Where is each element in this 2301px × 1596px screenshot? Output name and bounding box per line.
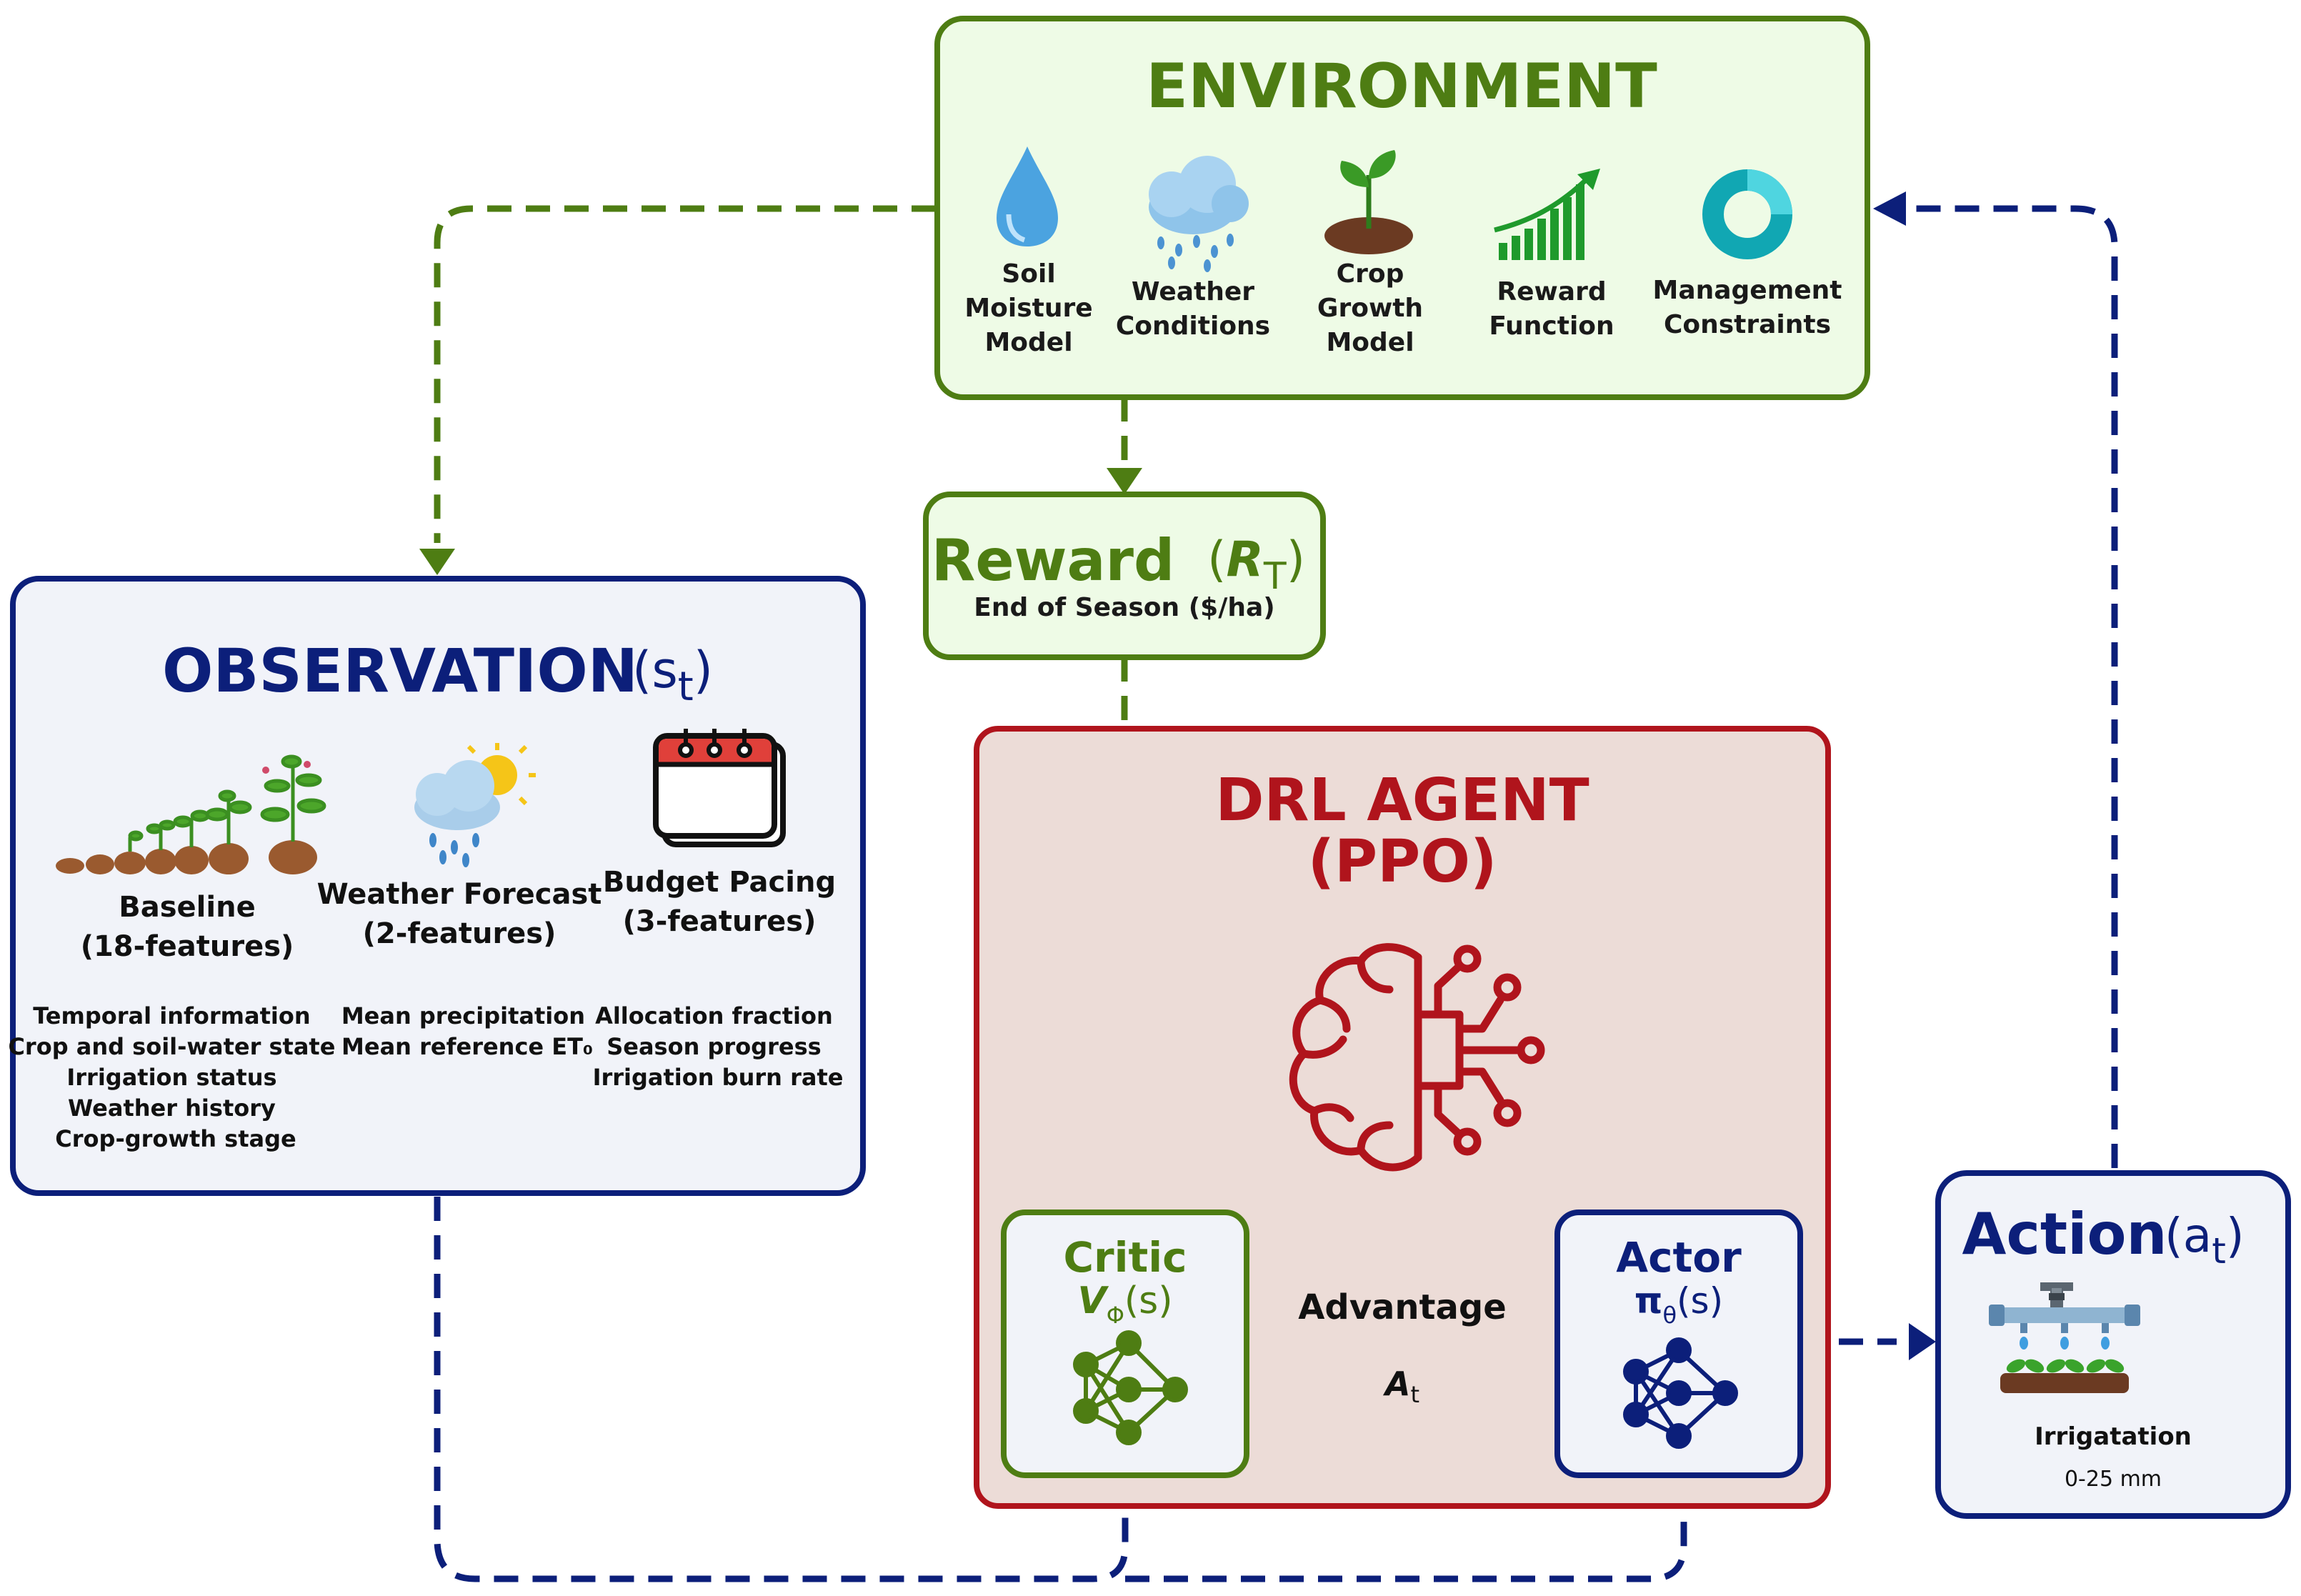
environment-box: ENVIRONMENT [934, 16, 1870, 400]
drl-agent-box: DRL AGENT (PPO) Critic [974, 726, 1831, 1509]
actor-title: Actor [1616, 1233, 1742, 1282]
arrowhead-reward [1107, 468, 1142, 494]
reward-title: Reward [932, 527, 1174, 594]
env-to-observation-arrow [434, 205, 936, 543]
weather-forecast-icon [414, 743, 536, 867]
donut-chart-icon [1702, 169, 1792, 259]
action-label: Irrigatation [2035, 1422, 2192, 1451]
actor-box: Actor πθ(s) [1554, 1210, 1803, 1478]
water-drop-icon [997, 146, 1058, 246]
weather-forecast-subtitle: (2-features) [363, 917, 556, 950]
advantage-label: Advantage [1298, 1287, 1507, 1327]
reward-subtitle: End of Season ($/ha) [974, 593, 1274, 622]
action-box: Action (at) Irrigatation 0 [1935, 1170, 2291, 1519]
agent-title-line1: DRL AGENT [1215, 767, 1589, 834]
agent-title-line2: (PPO) [1308, 828, 1497, 896]
observation-box: OBSERVATION (st) [8, 576, 866, 1196]
observation-box-frame [10, 576, 866, 1196]
reward-box: Reward (RT) End of Season ($/ha) [923, 492, 1326, 660]
budget-pacing-details: Allocation fraction Season progress Irri… [593, 1002, 844, 1091]
observation-title: OBSERVATION [162, 636, 638, 706]
observation-column-headings: Baseline (18-features) Weather Forecast … [81, 866, 836, 963]
budget-pacing-subtitle: (3-features) [623, 905, 817, 938]
baseline-details: Temporal information Crop and soil-water… [8, 1002, 343, 1152]
baseline-title: Baseline [119, 891, 255, 924]
arrowhead-action [1909, 1323, 1936, 1360]
plant-growth-stages-icon [56, 754, 326, 874]
baseline-subtitle: (18-features) [81, 930, 294, 963]
observation-to-actor-arrow [1125, 1497, 1687, 1582]
reward-symbol-group: (RT) [1207, 532, 1305, 598]
rain-cloud-icon [1149, 156, 1249, 272]
observation-symbol-group: (st) [632, 641, 713, 710]
reward-box-frame [923, 492, 1326, 660]
action-range: 0-25 mm [2065, 1467, 2162, 1492]
observation-to-critic-arrow [434, 1197, 1129, 1582]
environment-box-frame [934, 16, 1870, 400]
action-symbol-group: (at) [2165, 1208, 2245, 1272]
arrowhead-environment [1873, 191, 1906, 226]
environment-title: ENVIRONMENT [1146, 51, 1657, 122]
budget-pacing-title: Budget Pacing [603, 866, 836, 899]
neural-network-icon [1623, 1337, 1738, 1449]
neural-network-icon [1073, 1330, 1188, 1445]
actor-function: πθ(s) [1634, 1280, 1723, 1329]
action-box-frame [1935, 1170, 2291, 1519]
weather-forecast-title: Weather Forecast [317, 878, 602, 911]
critic-function: VΦ(s) [1077, 1280, 1172, 1329]
action-to-env-arrow [1900, 205, 2118, 1168]
critic-box: Critic VΦ(s) [1001, 1210, 1249, 1478]
growth-chart-icon [1494, 169, 1600, 260]
critic-title: Critic [1063, 1233, 1187, 1282]
weather-forecast-details: Mean precipitation Mean reference ET₀ [341, 1002, 593, 1060]
action-title: Action [1962, 1201, 2167, 1267]
ai-brain-icon [1289, 943, 1545, 1172]
calendar-icon [653, 729, 786, 847]
sprout-icon [1324, 150, 1413, 254]
arrowhead-observation [419, 549, 455, 575]
advantage-symbol: At [1383, 1365, 1419, 1408]
observation-details: Temporal information Crop and soil-water… [8, 1002, 843, 1152]
sprinkler-icon [1989, 1282, 2140, 1393]
